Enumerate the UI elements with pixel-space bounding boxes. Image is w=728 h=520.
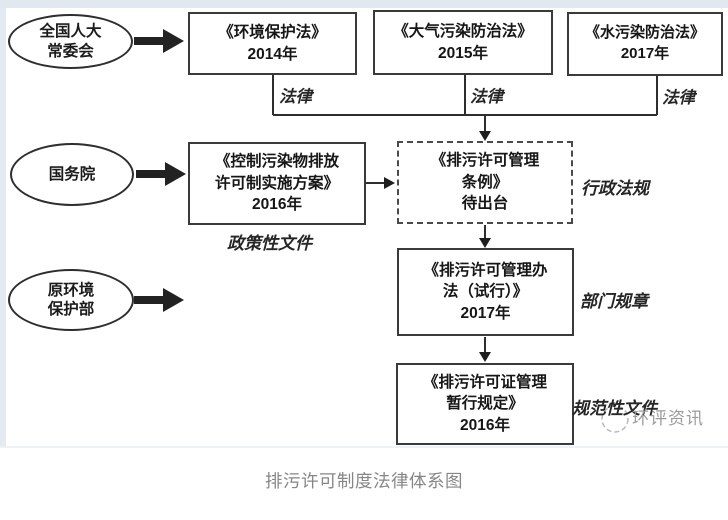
- thick-arrow-moep: [134, 288, 184, 312]
- diagram-bottom-divider: [0, 446, 728, 448]
- watermark-logo-icon: [601, 405, 629, 433]
- node-permit-measures-trial: 《排污许可管理办 法（试行）》 2017年: [397, 248, 574, 336]
- node-measures-year: 2017年: [460, 304, 511, 322]
- node-measures-line1: 《排污许可管理办: [423, 261, 548, 279]
- actor-state-council-label: 国务院: [48, 165, 96, 183]
- watermark-text: 环评资讯: [632, 409, 704, 428]
- node-air-law-title: 《大气污染防治法》: [393, 23, 533, 41]
- arrow-laws-to-regulation: [479, 116, 491, 141]
- node-permit-regulation-pending: 《排污许可管理 条例》 待出台: [397, 141, 573, 224]
- node-regulation-line1: 《排污许可管理: [430, 152, 540, 170]
- arrow-regulation-to-measures: [479, 225, 491, 248]
- node-regulation-line2: 条例》: [461, 173, 509, 191]
- label-law-1: 法律: [279, 87, 312, 106]
- node-water-law-title: 《水污染防治法》: [584, 24, 705, 42]
- label-administrative-regulation: 行政法规: [581, 179, 649, 199]
- node-impl-plan-line2: 许可制实施方案》: [214, 174, 339, 192]
- node-permit-interim-provisions: 《排污许可证管理 暂行规定》 2016年: [396, 363, 574, 445]
- actor-former-environment-ministry: 原环境 保护部: [8, 269, 134, 331]
- actor-npc-line1: 全国人大: [39, 23, 102, 41]
- label-policy-document: 政策性文件: [227, 234, 312, 254]
- node-interim-line2: 暂行规定》: [446, 395, 524, 413]
- actor-moep-line2: 保护部: [47, 301, 95, 318]
- node-environmental-protection-law: 《环境保护法》 2014年: [188, 12, 357, 75]
- connector-lines: [134, 29, 658, 433]
- node-measures-line2: 法（试行）》: [442, 283, 529, 301]
- node-env-law-year: 2014年: [247, 45, 298, 63]
- node-implementation-plan: 《控制污染物排放 许可制实施方案》 2016年: [188, 142, 366, 225]
- node-impl-plan-line1: 《控制污染物排放: [214, 153, 339, 171]
- thick-arrow-state-council: [136, 162, 186, 186]
- arrow-measures-to-interim: [479, 337, 491, 362]
- node-interim-year: 2016年: [460, 416, 510, 434]
- actor-npc-line2: 常委会: [47, 42, 94, 60]
- diagram-caption: 排污许可制度法律体系图: [265, 471, 463, 491]
- node-interim-line1: 《排污许可证管理: [422, 373, 547, 391]
- node-impl-plan-year: 2016年: [252, 196, 302, 214]
- page-edge-left: [0, 8, 6, 447]
- label-departmental-rule: 部门规章: [580, 292, 648, 312]
- arrow-plan-to-regulation: [366, 177, 395, 189]
- label-law-2: 法律: [470, 87, 503, 106]
- node-water-law-year: 2017年: [620, 45, 670, 62]
- actor-state-council: 国务院: [10, 143, 134, 206]
- node-air-pollution-law: 《大气污染防治法》 2015年: [373, 10, 553, 75]
- law-merge-lines: [272, 75, 658, 116]
- label-normative-document: 规范性文件: [572, 399, 657, 419]
- label-law-3: 法律: [662, 88, 695, 107]
- node-env-law-title: 《环境保护法》: [218, 24, 327, 42]
- node-air-law-year: 2015年: [438, 44, 488, 62]
- node-regulation-status: 待出台: [461, 195, 509, 213]
- node-water-pollution-law: 《水污染防治法》 2017年: [567, 12, 723, 76]
- thick-arrow-npc: [134, 29, 184, 53]
- actor-npc-standing-committee: 全国人大 常委会: [8, 14, 133, 69]
- actor-moep-line1: 原环境: [47, 281, 95, 299]
- page-edge-top: [0, 0, 728, 8]
